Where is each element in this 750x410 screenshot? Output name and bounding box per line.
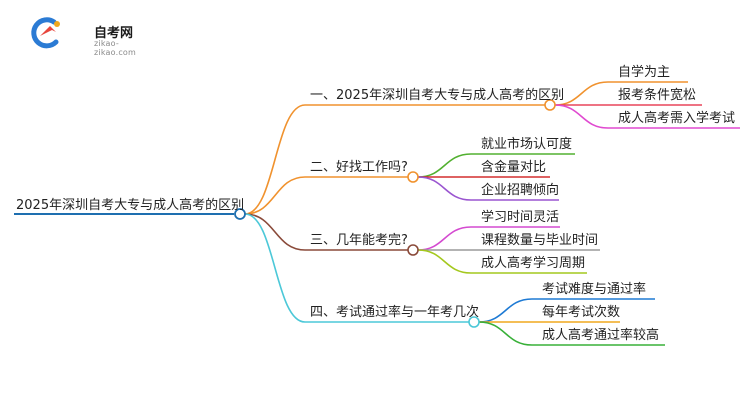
leaf-node[interactable]: 自学为主: [618, 65, 671, 80]
branch-connector: [244, 213, 306, 323]
leaf-node[interactable]: 含金量对比: [481, 160, 547, 175]
leaf-node[interactable]: 成人高考需入学考试: [618, 111, 736, 126]
branch-node[interactable]: 一、2025年深圳自考大专与成人高考的区别: [310, 88, 565, 103]
leaf-node[interactable]: 就业市场认可度: [481, 137, 573, 152]
branch-node[interactable]: 三、几年能考完?: [310, 233, 408, 248]
leaf-node[interactable]: 每年考试次数: [542, 305, 621, 320]
leaf-node[interactable]: 报考条件宽松: [618, 88, 697, 103]
branch-toggle-icon[interactable]: [407, 244, 419, 256]
leaf-node[interactable]: 学习时间灵活: [481, 210, 560, 225]
logo-title: 自考网: [94, 26, 134, 41]
logo-icon: [31, 17, 60, 49]
leaf-node[interactable]: 考试难度与通过率: [542, 282, 647, 297]
leaf-connector: [478, 298, 533, 323]
branch-toggle-icon[interactable]: [544, 99, 556, 111]
leaf-connector: [417, 176, 472, 201]
branch-toggle-icon[interactable]: [407, 171, 419, 183]
branch-connector: [244, 104, 306, 215]
site-logo[interactable]: 自考网 zikao-zikao.com: [30, 14, 140, 57]
leaf-connector: [417, 249, 472, 274]
logo-subtitle: zikao-zikao.com: [94, 39, 136, 57]
leaf-node[interactable]: 成人高考学习周期: [481, 256, 586, 271]
leaf-node[interactable]: 课程数量与毕业时间: [481, 233, 599, 248]
branch-toggle-icon[interactable]: [468, 316, 480, 328]
leaf-connector: [478, 321, 533, 346]
root-node[interactable]: 2025年深圳自考大专与成人高考的区别: [16, 198, 245, 213]
root-toggle-icon[interactable]: [234, 208, 246, 220]
leaf-connector: [417, 153, 472, 178]
leaf-connector: [417, 226, 472, 251]
leaf-node[interactable]: 成人高考通过率较高: [542, 328, 660, 343]
branch-node[interactable]: 四、考试通过率与一年考几次: [310, 305, 480, 320]
branch-connector: [244, 213, 306, 251]
branch-connector: [244, 176, 306, 215]
leaf-node[interactable]: 企业招聘倾向: [481, 183, 560, 198]
branch-node[interactable]: 二、好找工作吗?: [310, 160, 408, 175]
leaf-connector: [554, 104, 609, 129]
